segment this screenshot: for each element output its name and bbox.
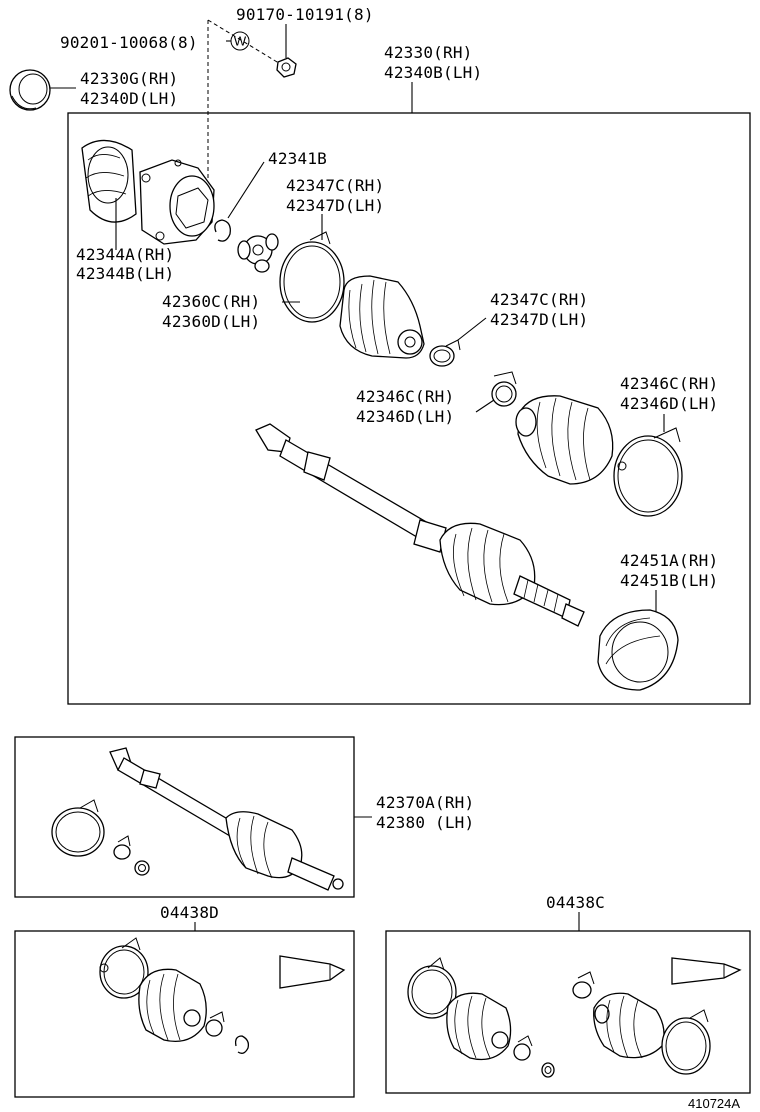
kit-d-band-large-part[interactable] — [99, 937, 149, 999]
label-seal-lh[interactable]: 42340D(LH) — [80, 89, 178, 108]
label-snap-ring[interactable]: 42341B — [268, 149, 327, 168]
main-assembly-frame — [67, 112, 751, 705]
label-band-small-rh[interactable]: 42347C(RH) — [490, 290, 588, 309]
label-dust-rh[interactable]: 42451A(RH) — [620, 551, 718, 570]
clamp-inner-part[interactable] — [491, 371, 517, 407]
label-shaft-lh[interactable]: 42340B(LH) — [384, 63, 482, 82]
kit-c-boot-inner-part[interactable] — [446, 992, 512, 1061]
kit-d-grease-tube-part[interactable] — [279, 955, 346, 989]
leader-snap-ring — [227, 161, 265, 219]
kit-c-grease-tube-part[interactable] — [671, 957, 742, 985]
label-clamp-inner-lh[interactable]: 42346D(LH) — [356, 407, 454, 426]
label-seal-rh[interactable]: 42330G(RH) — [80, 69, 178, 88]
kit-d-boot-part[interactable] — [138, 968, 207, 1043]
leader-band-small — [457, 317, 487, 341]
kit-c-clamp-small-part[interactable] — [572, 971, 595, 999]
outer-joint-part[interactable] — [139, 159, 215, 245]
band-large-part[interactable] — [279, 231, 345, 323]
outer-boot-part[interactable] — [515, 395, 614, 485]
svg-text:W: W — [234, 34, 247, 49]
dust-seal-part[interactable] — [597, 609, 679, 691]
tripod-part[interactable] — [237, 233, 279, 273]
kit-c-band-large-part[interactable] — [407, 957, 457, 1019]
label-boot-rh[interactable]: 42360C(RH) — [162, 292, 260, 311]
w-marker-icon: W — [230, 31, 250, 51]
label-band-small-lh[interactable]: 42347D(LH) — [490, 310, 588, 329]
label-assembly-rh[interactable]: 42370A(RH) — [376, 793, 474, 812]
boot-part[interactable] — [339, 275, 425, 359]
assembly-shaft-part[interactable] — [109, 747, 344, 891]
label-boot-lh[interactable]: 42360D(LH) — [162, 312, 260, 331]
kit-d-frame — [14, 930, 355, 1098]
label-clamp-outer-rh[interactable]: 42346C(RH) — [620, 374, 718, 393]
label-outer-joint-lh[interactable]: 42344B(LH) — [76, 264, 174, 283]
diagram-id: 410724A — [688, 1096, 740, 1111]
flange-boot-part[interactable] — [81, 139, 137, 223]
assembly-band-small-part[interactable] — [113, 835, 131, 860]
leader-dashed-diag — [207, 19, 283, 66]
label-band-big-rh[interactable]: 42347C(RH) — [286, 176, 384, 195]
leader-clamp-inner — [475, 399, 495, 413]
snap-ring-part[interactable] — [214, 219, 231, 242]
kit-c-frame — [385, 930, 751, 1094]
kit-c-band-small-part[interactable] — [513, 1035, 533, 1061]
label-shaft-rh[interactable]: 42330(RH) — [384, 43, 473, 62]
label-bolt[interactable]: 90201-10068(8) — [60, 33, 198, 52]
label-clamp-outer-lh[interactable]: 42346D(LH) — [620, 394, 718, 413]
band-small-part[interactable] — [429, 339, 461, 367]
drive-shaft-part[interactable] — [255, 423, 585, 627]
label-outer-joint-rh[interactable]: 42344A(RH) — [76, 245, 174, 264]
assembly-ring-part[interactable] — [134, 860, 150, 876]
label-clamp-inner-rh[interactable]: 42346C(RH) — [356, 387, 454, 406]
label-nut[interactable]: 90170-10191(8) — [236, 5, 374, 24]
kit-c-band-outer-part[interactable] — [661, 1009, 711, 1075]
kit-c-ring-part[interactable] — [541, 1062, 555, 1078]
label-dust-lh[interactable]: 42451B(LH) — [620, 571, 718, 590]
kit-d-band-small-part[interactable] — [205, 1011, 225, 1037]
assembly-band-large-part[interactable] — [51, 799, 105, 857]
label-kit-c[interactable]: 04438C — [546, 893, 605, 912]
kit-c-boot-outer-part[interactable] — [593, 992, 665, 1059]
label-assembly-lh[interactable]: 42380 (LH) — [376, 813, 474, 832]
clamp-outer-part[interactable] — [613, 427, 683, 517]
nut-part[interactable] — [276, 57, 297, 78]
kit-d-snap-ring-part[interactable] — [234, 1035, 250, 1054]
label-kit-d[interactable]: 04438D — [160, 903, 219, 922]
label-band-big-lh[interactable]: 42347D(LH) — [286, 196, 384, 215]
seal-part[interactable] — [9, 69, 51, 111]
